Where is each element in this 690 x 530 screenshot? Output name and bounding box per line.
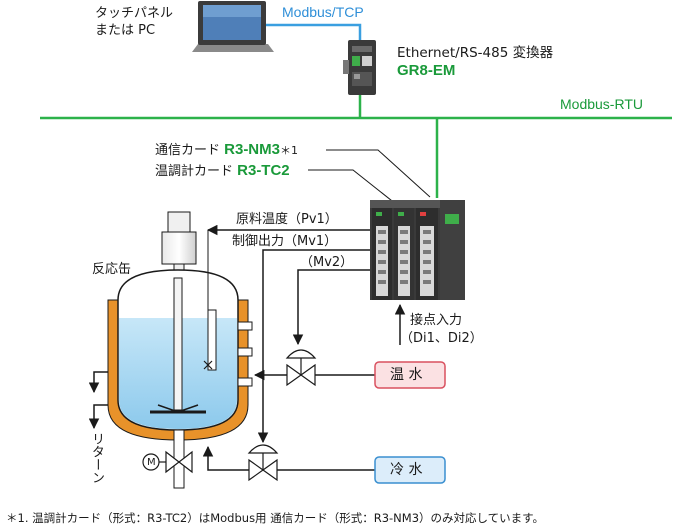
motor-symbol: M (147, 457, 156, 468)
return-pipes (88, 371, 108, 430)
comm-card-note: ＊1 (279, 144, 298, 157)
agitator-motor-icon (161, 211, 197, 279)
gr8-em-converter-icon (343, 40, 376, 95)
return-label-text: リターン (89, 432, 104, 484)
contact-input-line2: （Di1、Di2） (400, 331, 483, 346)
converter-model: GR8-EM (397, 62, 456, 79)
card-leader-lines (308, 149, 431, 213)
touch-panel-icon (192, 1, 274, 52)
cold-water-label: 冷 水 (390, 462, 423, 478)
comm-card-prefix: 通信カード (155, 143, 225, 158)
r3-module-rack-icon (370, 200, 465, 300)
reactor-label: 反応缶 (92, 262, 132, 277)
temp-card-model: R3-TC2 (237, 162, 290, 179)
modbus-tcp-line (265, 23, 362, 40)
hot-water-box (374, 361, 446, 389)
temp-card-prefix: 温調計カード (155, 164, 238, 179)
touch-panel-label-line2: または PC (95, 23, 156, 38)
comm-card-label: 通信カード R3-NM3＊1 (155, 142, 298, 159)
cold-water-valve-icon (247, 444, 279, 482)
reactor-vessel (107, 230, 253, 489)
comm-card-model: R3-NM3 (224, 141, 280, 158)
contact-input-line1: 接点入力 (410, 313, 463, 328)
temp-card-label: 温調計カード R3-TC2 (155, 163, 290, 180)
hot-water-label: 温 水 (390, 367, 423, 383)
hot-water-valve-icon (285, 349, 317, 387)
return-label: リターン (89, 432, 104, 484)
modbus-tcp-label: Modbus/TCP (282, 4, 364, 20)
converter-caption: Ethernet/RS-485 変換器 (397, 45, 554, 61)
cold-water-box (374, 456, 446, 484)
bottom-motor-valve-icon (142, 450, 193, 474)
modbus-rtu-label: Modbus-RTU (560, 96, 643, 112)
modbus-rtu-bus (40, 95, 672, 198)
footnote: ＊1. 温調計カード（形式：R3-TC2）はModbus用 通信カード（形式：R… (6, 511, 545, 525)
mv2-label: （Mv2） (300, 255, 354, 270)
pv1-label: 原料温度（Pv1） (236, 212, 338, 227)
mv1-label: 制御出力（Mv1） (232, 234, 338, 249)
cold-water-line (202, 445, 375, 471)
touch-panel-label-line1: タッチパネル (95, 6, 174, 21)
